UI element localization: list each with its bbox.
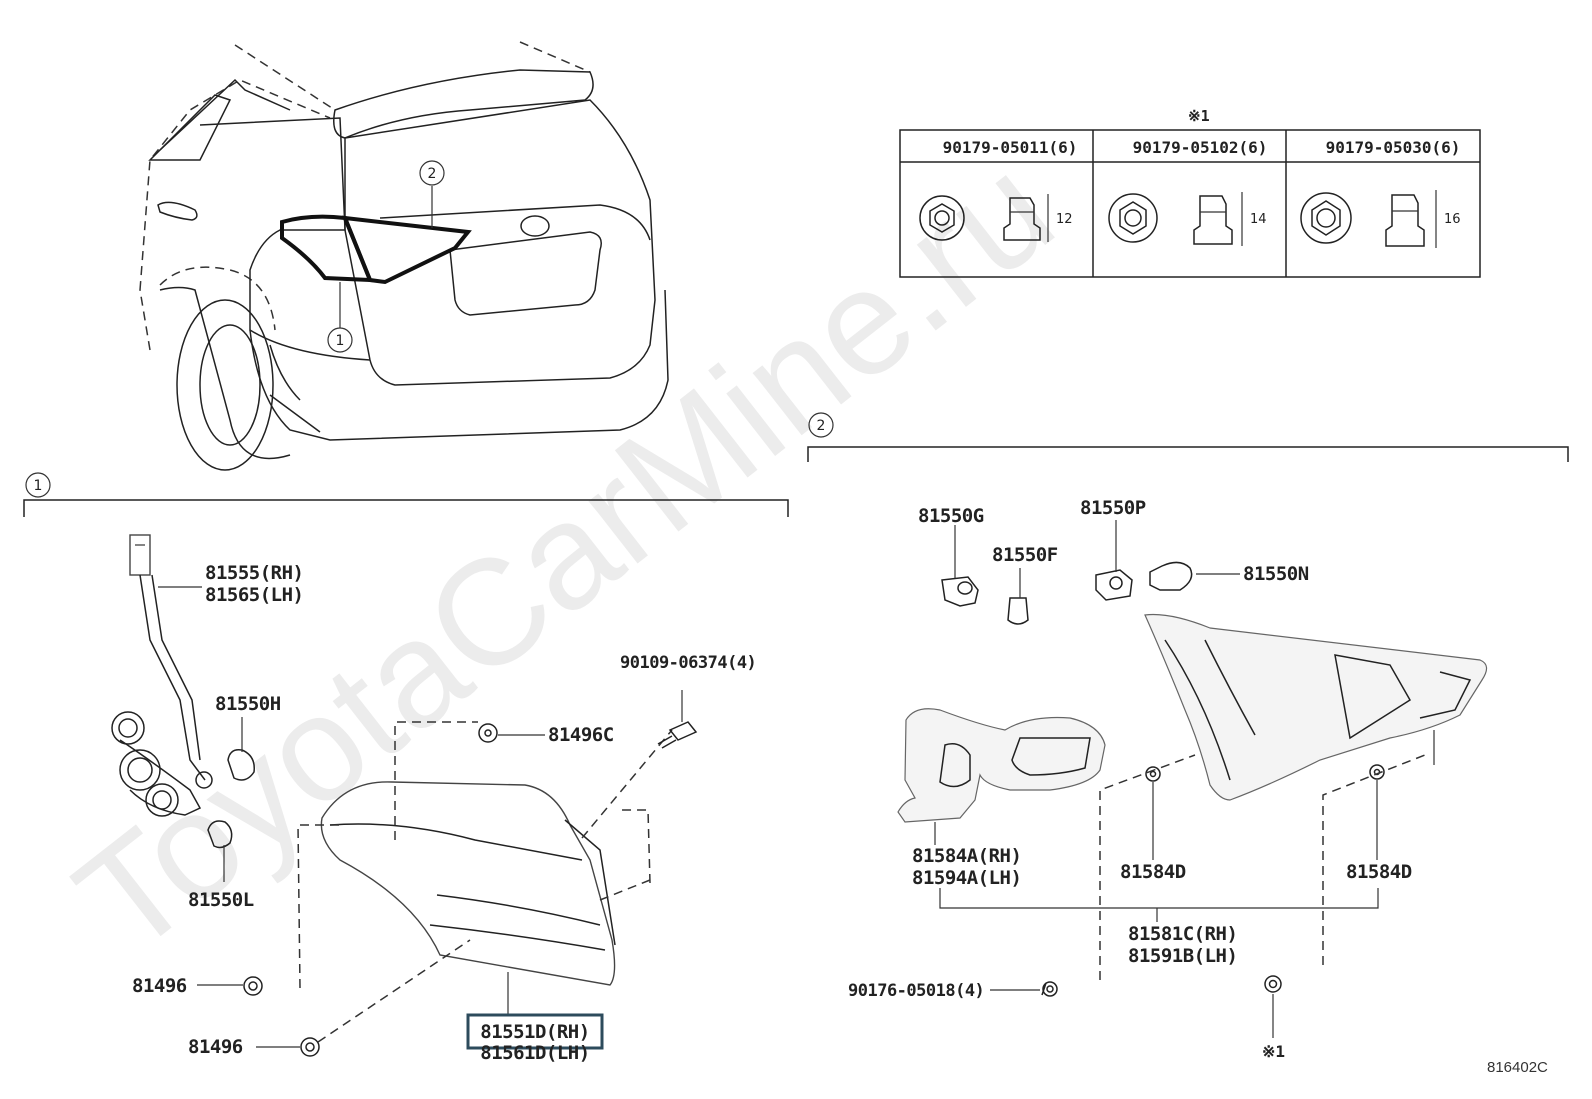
label-clip-d-right: 81584D (1346, 861, 1412, 883)
clip-icon: 81496C (478, 723, 614, 746)
socket-wire-assembly: 81555(RH) 81565(LH) (111, 534, 304, 817)
rear-lamp-inner (1144, 613, 1488, 801)
label-socket-p: 81550P (1080, 497, 1146, 519)
label-socket-wire-rh: 81555(RH) (205, 562, 303, 584)
label-note-ref: ※1 (1262, 1042, 1285, 1061)
nut-icon: 16 (1300, 190, 1461, 248)
section-1: 1 81555(RH) 81565(LH) 81550H (23, 472, 789, 1064)
nut-icon: 90176-05018(4) (848, 981, 1058, 1001)
label-lamp-rh[interactable]: 81551D(RH) (480, 1021, 590, 1043)
nut-icon: 81496 (188, 1036, 320, 1058)
table-size-col2: 14 (1250, 212, 1267, 227)
bulb-icon: 81550L (188, 820, 254, 911)
nut-icon: 12 (919, 194, 1073, 242)
clip-icon: 81584D (1346, 764, 1412, 883)
section-1-callout: 1 (34, 478, 43, 494)
section-2-callout: 2 (817, 418, 826, 434)
table-header-col1: 90179-05011(6) (943, 138, 1078, 157)
label-gasket-rh: 81584A(RH) (912, 845, 1021, 867)
table-size-col3: 16 (1444, 212, 1461, 227)
table-header-col3: 90179-05030(6) (1326, 138, 1461, 157)
fastener-table: ※1 90179-05011(6) 90179-05102(6) 90179-0… (899, 107, 1481, 278)
table-size-col1: 12 (1056, 212, 1073, 227)
nut-icon: ※1 (1262, 975, 1285, 1061)
label-clip-d-left: 81584D (1120, 861, 1186, 883)
label-bulb-l: 81550L (188, 889, 254, 911)
section-2: 2 81550G 81550F 81550P 81550N (807, 412, 1569, 1061)
table-note-mark: ※1 (1188, 107, 1210, 125)
label-lamp-inner-lh: 81591B(LH) (1128, 945, 1237, 967)
diagram-code: 816402C (1487, 1059, 1548, 1076)
label-bulb-h: 81550H (215, 693, 281, 715)
bulb-icon: 81550N (1149, 561, 1309, 591)
nut-icon: 81496 (132, 975, 263, 997)
socket-icon: 81550P (1080, 497, 1146, 601)
label-socket-g: 81550G (918, 505, 984, 527)
label-nut-section2: 90176-05018(4) (848, 981, 984, 1001)
label-lamp-inner-rh: 81581C(RH) (1128, 923, 1237, 945)
label-clip-c: 81496C (548, 724, 614, 746)
label-bulb-n: 81550N (1243, 563, 1309, 585)
bulb-icon: 81550F (992, 544, 1058, 625)
bolt-icon: 90109-06374(4) (620, 653, 757, 749)
gasket-shape: 81584A(RH) 81594A(LH) (897, 708, 1106, 889)
label-nut-upper: 81496 (132, 975, 187, 997)
socket-icon: 81550G (918, 505, 984, 607)
rear-lamp-outer (320, 781, 616, 1015)
highlight-box (466, 1013, 604, 1050)
table-header-col2: 90179-05102(6) (1133, 138, 1268, 157)
vehicle-callout-2: 2 (428, 166, 437, 182)
bulb-icon: 81550H (215, 693, 281, 781)
vehicle-callout-1: 1 (336, 333, 345, 349)
label-gasket-lh: 81594A(LH) (912, 867, 1021, 889)
label-nut-lower: 81496 (188, 1036, 243, 1058)
label-bulb-f: 81550F (992, 544, 1058, 566)
vehicle-rear-illustration: 1 2 (139, 41, 669, 471)
label-socket-wire-lh: 81565(LH) (205, 584, 303, 606)
nut-icon: 14 (1108, 192, 1267, 246)
clip-icon: 81584D (1120, 766, 1186, 883)
label-bolt: 90109-06374(4) (620, 653, 756, 673)
label-lamp-lh: 81561D(LH) (480, 1042, 589, 1064)
